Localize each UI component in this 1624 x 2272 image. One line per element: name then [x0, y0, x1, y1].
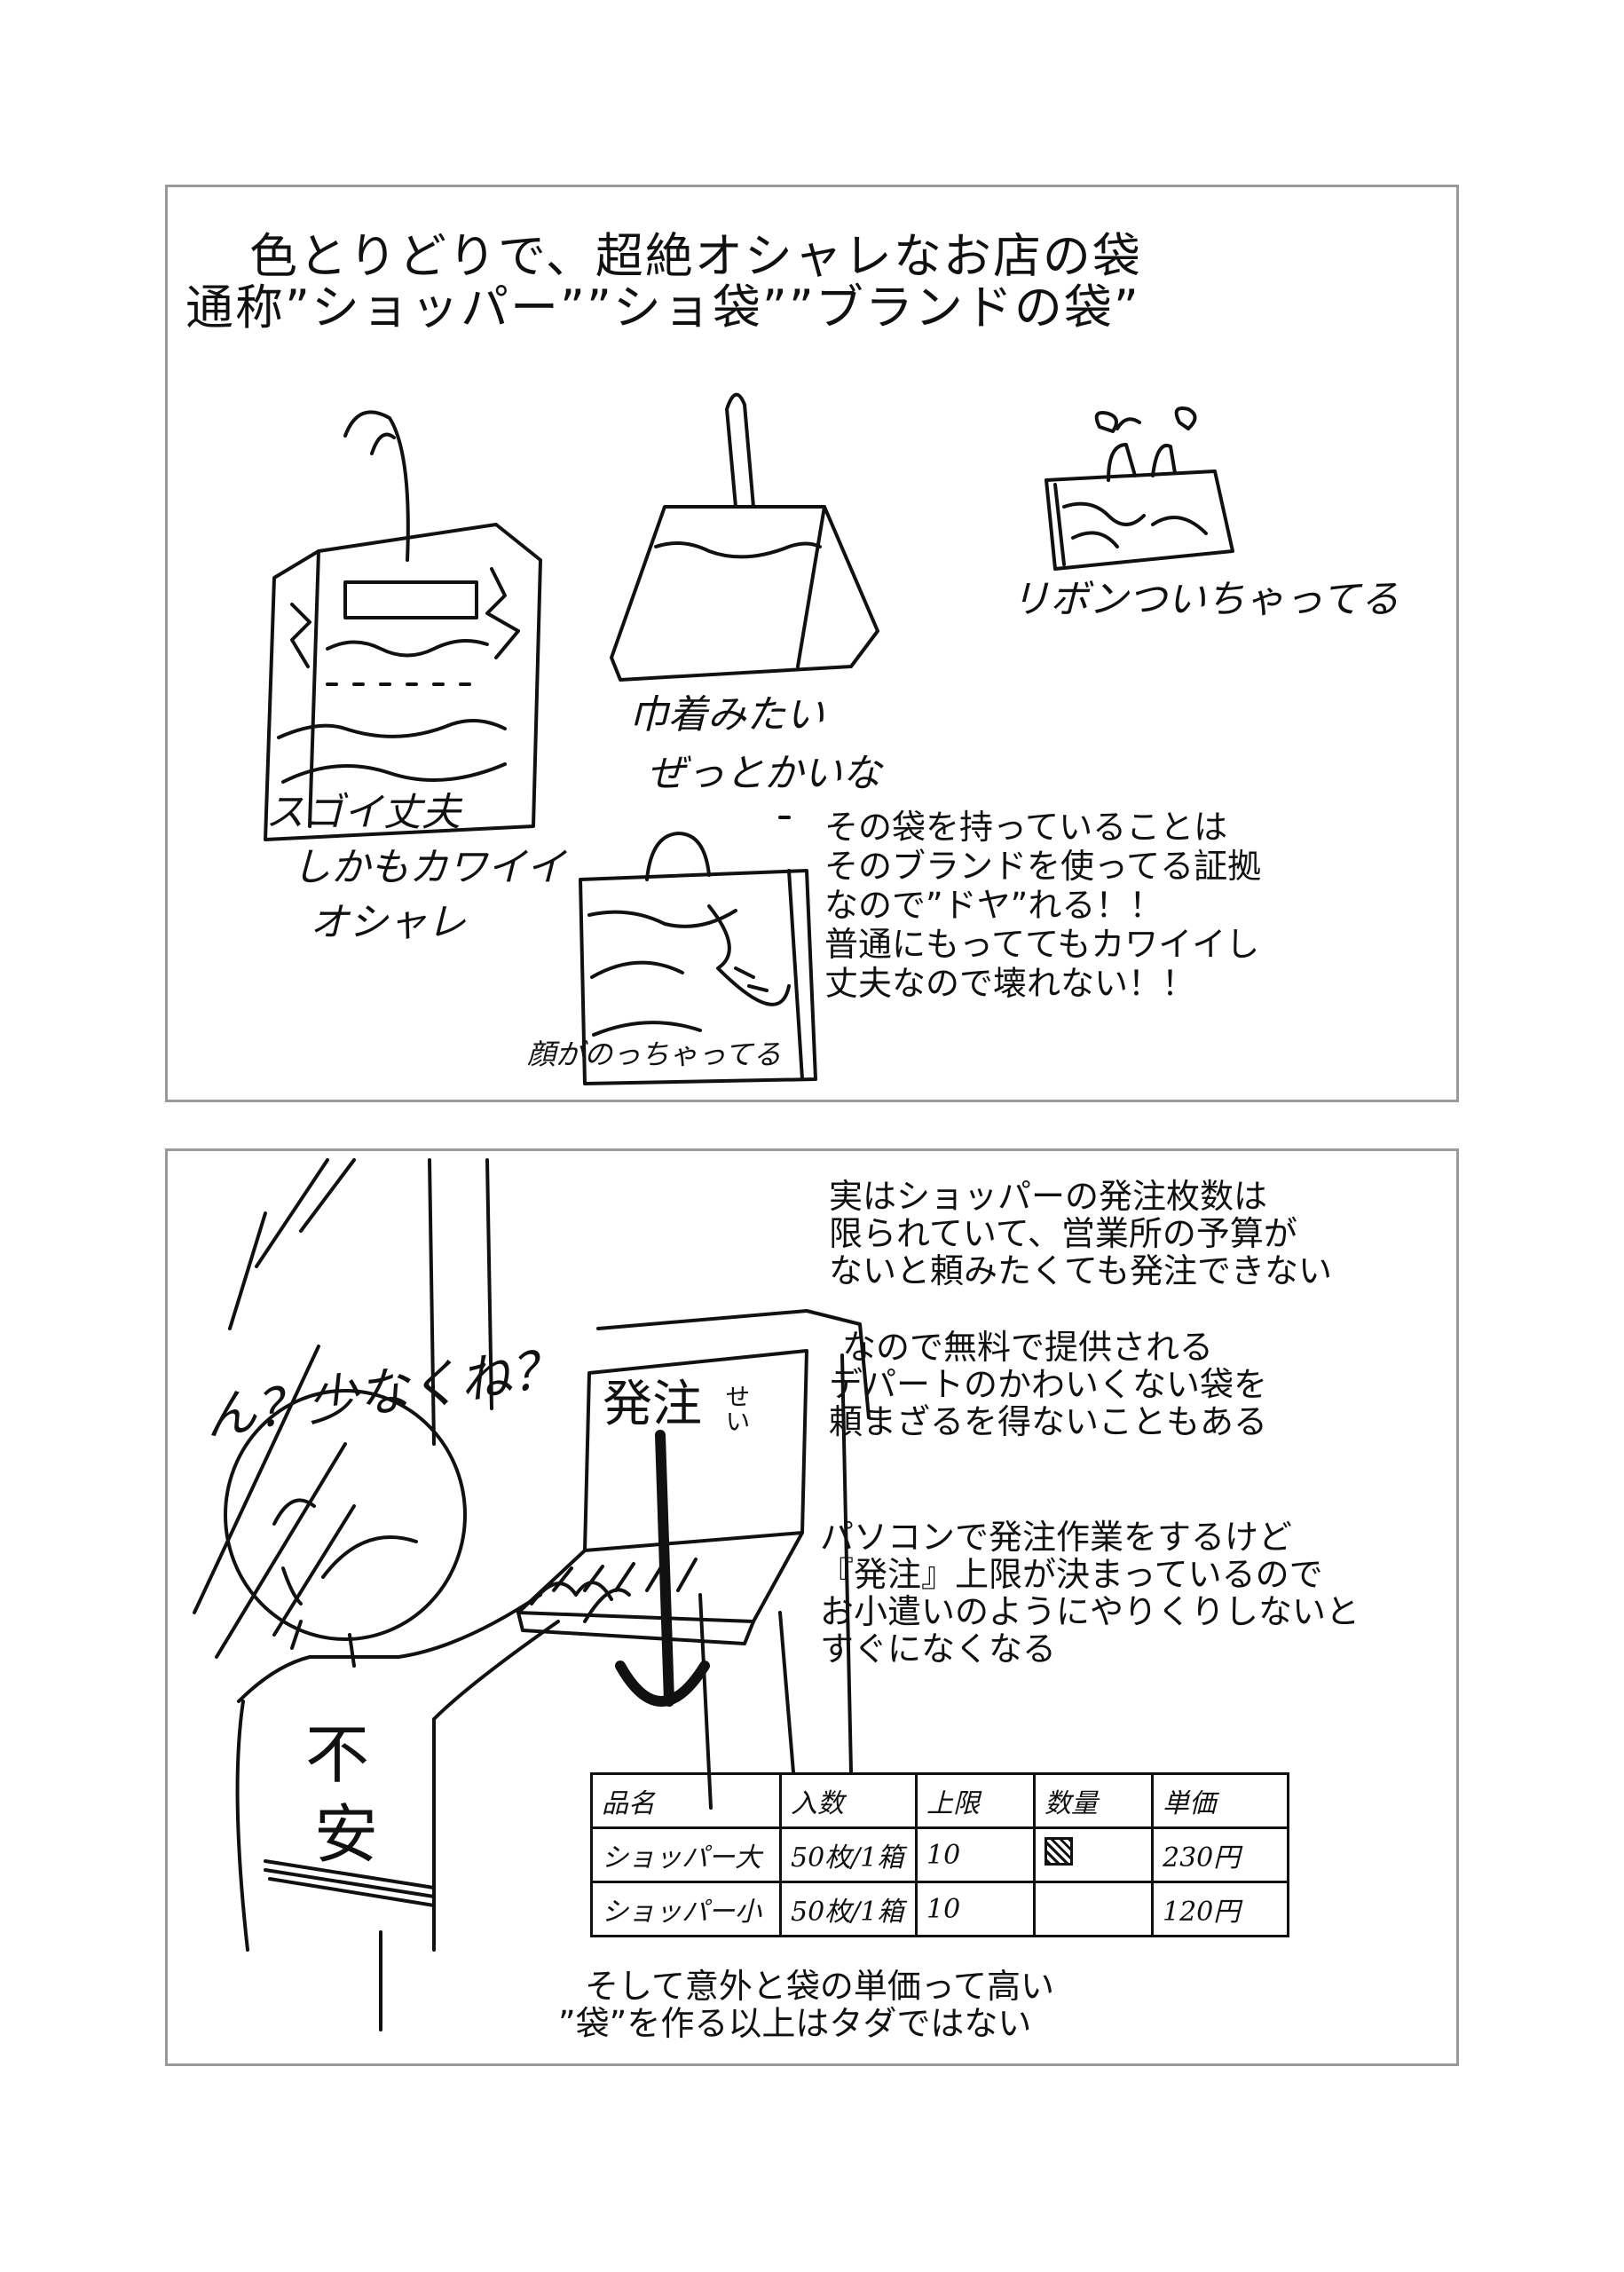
cell-price: 230円 [1151, 1826, 1289, 1883]
cell-price: 120円 [1151, 1881, 1289, 1937]
bag-illustrations [264, 392, 1234, 1085]
col-header-count: 入数 [779, 1772, 918, 1829]
col-header-price: 単価 [1151, 1772, 1289, 1829]
comic-panel-2: 実はショッパーの発注枚数は 限られていて、営業所の予算が ないと頼みたくても発注… [165, 1148, 1459, 2066]
bag1-caption-2: しかもカワイイ [292, 845, 565, 890]
table-row: ショッパー大 50枚/1箱 10 230円 [590, 1826, 1289, 1883]
screen-small-text: せい [721, 1384, 752, 1433]
cell-qty [1033, 1881, 1154, 1937]
col-header-item: 品名 [590, 1772, 782, 1829]
explanation-line-3: なので”ドヤ”れる！！ [824, 886, 1163, 925]
ribbon-bag-drawing [1045, 406, 1234, 571]
laptop-drawing [516, 1349, 808, 1645]
comic-panel-1: 色とりどりで、超絶オシャレなお店の袋 通称”ショッパー””ショ袋””ブランドの袋… [165, 185, 1459, 1102]
bag1-caption-3: オシャレ [310, 900, 466, 945]
face-bag-drawing [579, 832, 817, 1085]
bag4-caption: 顔がのっちゃってる [527, 1037, 782, 1071]
shirt-text-2: 安 [314, 1797, 379, 1872]
order-table: 品名 入数 上限 数量 単価 ショッパー大 50枚/1箱 10 230円 ショッ… [590, 1772, 1289, 1937]
cell-item: ショッパー大 [590, 1826, 782, 1883]
cell-limit: 10 [915, 1881, 1036, 1937]
cell-item: ショッパー小 [590, 1881, 782, 1937]
table-header-row: 品名 入数 上限 数量 単価 [590, 1772, 1289, 1829]
col-header-qty: 数量 [1033, 1772, 1154, 1829]
note1-line-3: ないと頼みたくても発注できない [829, 1251, 1332, 1290]
cell-count: 50枚/1箱 [779, 1826, 918, 1883]
shirt-text-1: 不 [305, 1717, 370, 1792]
note2-line-2: デパートのかわいくない袋を [829, 1365, 1268, 1404]
cell-count: 50枚/1箱 [779, 1881, 918, 1937]
panel1-title-line2: 通称”ショッパー””ショ袋””ブランドの袋” [185, 280, 1140, 335]
table-row: ショッパー小 50枚/1箱 10 120円 [590, 1881, 1289, 1937]
bag2-caption-2: ぜっとかいな [647, 751, 881, 796]
panel1-title-line1: 色とりどりで、超絶オシャレなお店の袋 [249, 228, 1142, 284]
col-header-limit: 上限 [915, 1772, 1036, 1829]
note2-line-3: 頼まざるを得ないこともある [829, 1402, 1268, 1441]
office-scene-drawing [193, 1158, 871, 2031]
note1-line-2: 限られていて、営業所の予算が [829, 1214, 1297, 1253]
drawstring-bag-drawing [610, 392, 879, 682]
note3-line-2: 『発注』上限が決まっているので [820, 1555, 1323, 1594]
explanation-line-4: 普通にもっててもカワイイし [824, 925, 1260, 964]
footer-line-1: そして意外と袋の単価って高い [585, 1967, 1054, 2006]
explanation-line-2: そのブランドを使ってる証拠 [824, 847, 1262, 886]
cell-qty [1033, 1826, 1154, 1883]
tote-bag-drawing [264, 410, 542, 841]
qty-filled-mark [1045, 1837, 1073, 1866]
bag3-caption: リボンついちゃってる [1011, 577, 1399, 622]
explanation-line-5: 丈夫なので壊れない！！ [824, 964, 1196, 1003]
note3-line-1: パソコンで発注作業をするけど [820, 1518, 1293, 1557]
bag1-caption-1: スゴイ丈夫 [265, 790, 461, 835]
cell-limit: 10 [915, 1826, 1036, 1883]
explanation-line-1: その袋を持っていることは [824, 808, 1228, 847]
note1-line-1: 実はショッパーの発注枚数は [829, 1177, 1268, 1216]
note3-line-4: すぐになくなる [820, 1629, 1057, 1668]
mood-lines [193, 1158, 356, 1659]
note2-line-1: なので無料で提供される [842, 1328, 1214, 1367]
footer-line-2: ”袋”を作る以上はタダではない [558, 2004, 1032, 2043]
person-drawing [224, 1389, 631, 2031]
bag2-caption-1: 巾着みたい [629, 692, 824, 738]
screen-text: 発注 [603, 1376, 702, 1433]
note3-line-3: お小遣いのようにやりくりしないと [820, 1592, 1360, 1631]
